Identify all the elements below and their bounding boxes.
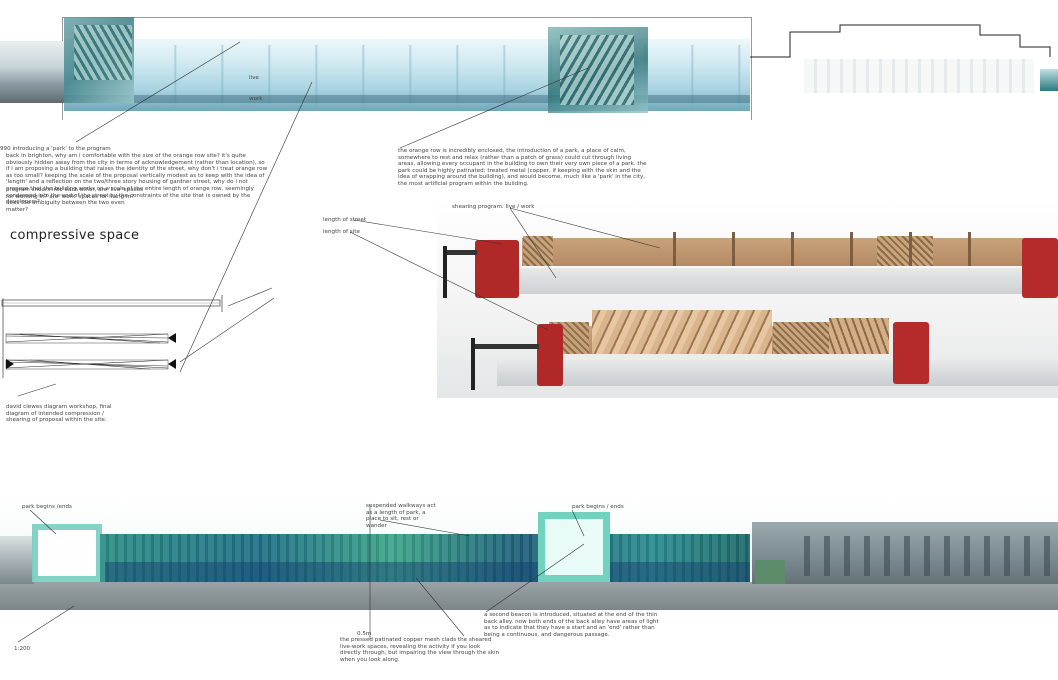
lower-chipboard-mid bbox=[773, 322, 829, 354]
floor-band bbox=[64, 95, 750, 103]
green-shed bbox=[755, 560, 785, 584]
street-left bbox=[0, 536, 34, 584]
lower-clamp-handle bbox=[471, 338, 475, 390]
note-mesh-tag: 0.5m bbox=[357, 631, 372, 637]
upper-clamp-left bbox=[475, 240, 519, 298]
park-beacon-left bbox=[32, 524, 102, 582]
label-walkways: suspended walkways act as a length of pa… bbox=[366, 503, 436, 529]
label-length-site: length of site bbox=[323, 229, 360, 235]
upper-clamp-screw bbox=[445, 250, 477, 255]
model-photo bbox=[437, 198, 1058, 398]
top-elevation: live work bbox=[0, 17, 1058, 120]
label-live: live bbox=[249, 75, 259, 81]
label-work: work bbox=[249, 96, 263, 102]
upper-clamp-right bbox=[1022, 238, 1058, 298]
lower-clamp-right bbox=[893, 322, 929, 384]
label-shearing: shearing program: live / work bbox=[452, 204, 535, 210]
sheared-shards-left bbox=[74, 25, 132, 80]
lower-clamp-screw bbox=[475, 344, 539, 349]
lower-shards bbox=[592, 310, 772, 354]
lower-rail bbox=[497, 360, 1058, 386]
mesh-texture bbox=[100, 534, 750, 582]
copper-mesh-skin bbox=[100, 534, 750, 582]
note-program: program shears into each other, are 'liv… bbox=[6, 187, 144, 213]
label-park-left: park begins /ends bbox=[22, 504, 72, 510]
neighbour-facade bbox=[804, 59, 1034, 93]
note-beacon: a second beacon is introduced, situated … bbox=[484, 612, 659, 638]
note-left: back in brighton, why am i comfortable w… bbox=[6, 153, 268, 206]
note-right: the orange row is incredibly enclosed, t… bbox=[398, 148, 647, 187]
street-photo-right bbox=[1040, 69, 1058, 91]
lower-clamp-left bbox=[537, 324, 563, 386]
upper-clamp-handle bbox=[443, 246, 447, 298]
bottom-elevation bbox=[0, 500, 1058, 610]
label-park-right: park begins / ends bbox=[572, 504, 624, 510]
park-beacon-right bbox=[538, 512, 610, 582]
ground-band bbox=[0, 582, 1058, 610]
label-length-street: length of street bbox=[323, 217, 367, 223]
neighbour-silhouette bbox=[750, 24, 1051, 58]
compression-diagram bbox=[1, 295, 223, 378]
terrace-windows bbox=[790, 536, 1050, 576]
scale-label: 1:200 bbox=[14, 646, 31, 652]
note-intro: 990 introducing a 'park' to the program bbox=[0, 146, 111, 152]
lower-shards-right bbox=[829, 318, 889, 354]
compressive-title: compressive space bbox=[10, 228, 140, 243]
street-photo-left bbox=[0, 41, 64, 103]
sheared-shards-right bbox=[560, 35, 634, 105]
compression-caption: david clewes diagram workshop, final dia… bbox=[6, 404, 112, 424]
upper-fins bbox=[617, 232, 1017, 266]
note-mesh: the pressed patinated copper mesh clads … bbox=[340, 637, 500, 663]
upper-rail bbox=[477, 268, 1058, 294]
